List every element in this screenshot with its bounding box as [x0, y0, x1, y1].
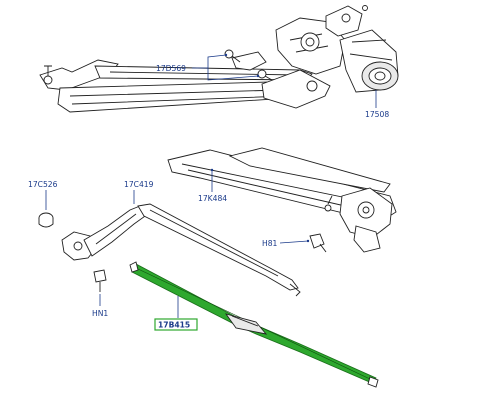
- lower-wiper-linkage: [167, 147, 397, 253]
- wiper-blade: [129, 261, 379, 388]
- screw-icon: [224, 49, 241, 63]
- spindle-cap: [38, 212, 54, 228]
- callout-hn1: HN1: [92, 294, 108, 318]
- callout-17c419: 17C419: [124, 180, 154, 204]
- label-17d569: 17D569: [156, 64, 186, 73]
- label-hn1: HN1: [92, 309, 108, 318]
- highlight-box: [154, 318, 198, 331]
- callout-17k484: 17K484: [198, 168, 227, 203]
- label-h81: H81: [262, 239, 278, 248]
- nut-icon: [309, 233, 327, 253]
- nut-icon: [93, 269, 107, 292]
- wiper-arm: [61, 203, 301, 297]
- label-17k484: 17K484: [198, 194, 227, 203]
- label-17508: 17508: [365, 110, 389, 119]
- callout-17d569: 17D569: [156, 53, 260, 81]
- callout-17c526: 17C526: [28, 180, 58, 210]
- wiper-motor: [224, 5, 399, 93]
- callout-17528: 17B415: [154, 296, 198, 331]
- callout-h81: H81: [262, 239, 310, 248]
- screw-icon: [257, 69, 273, 81]
- callout-17508: 17508: [365, 90, 389, 119]
- label-17c526: 17C526: [28, 180, 58, 189]
- label-17c419: 17C419: [124, 180, 154, 189]
- label-17528: 17B415: [158, 321, 190, 330]
